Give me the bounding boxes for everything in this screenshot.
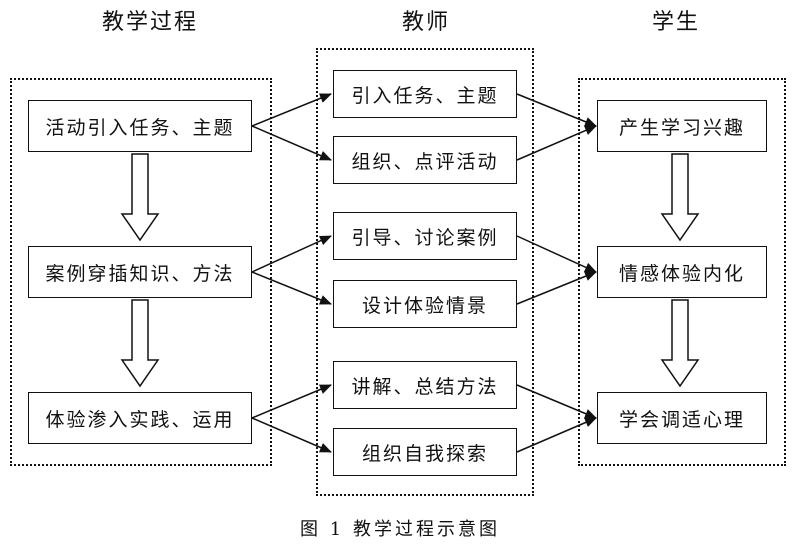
link-teacher4-outcome2 <box>516 271 597 305</box>
link-step1-teacher2 <box>251 125 332 161</box>
link-teacher3-outcome2 <box>516 235 597 273</box>
link-step3-teacher6 <box>251 417 332 453</box>
link-step2-teacher4 <box>251 271 332 305</box>
teacher-column-header: 教师 <box>402 10 451 35</box>
hollow-arrow-process-1 <box>120 153 160 242</box>
student-outcome-2: 情感体验内化 <box>597 246 767 298</box>
link-teacher6-outcome3 <box>516 417 597 453</box>
process-group <box>10 78 272 466</box>
process-column-header: 教学过程 <box>102 10 199 35</box>
teacher-action-4: 设计体验情景 <box>333 280 517 328</box>
student-outcome-3: 学会调适心理 <box>597 392 767 444</box>
hollow-arrow-student-1 <box>660 153 700 242</box>
student-outcome-1: 产生学习兴趣 <box>597 100 767 152</box>
link-step1-teacher1 <box>251 93 332 127</box>
link-teacher1-outcome1 <box>516 93 597 127</box>
teacher-action-6: 组织自我探索 <box>333 428 517 476</box>
teacher-action-2: 组织、点评活动 <box>333 136 517 184</box>
process-step-1: 活动引入任务、主题 <box>28 100 252 152</box>
link-teacher5-outcome3 <box>516 384 597 419</box>
process-step-3: 体验渗入实践、运用 <box>28 392 252 444</box>
process-step-2: 案例穿插知识、方法 <box>28 246 252 298</box>
hollow-arrow-student-2 <box>660 299 700 388</box>
teacher-action-3: 引导、讨论案例 <box>333 212 517 260</box>
teacher-action-1: 引入任务、主题 <box>333 70 517 118</box>
teacher-group <box>316 48 534 496</box>
link-step3-teacher5 <box>251 384 332 419</box>
figure-caption: 图 1 教学过程示意图 <box>300 519 500 540</box>
student-column-header: 学生 <box>652 10 701 35</box>
hollow-arrow-process-2 <box>120 299 160 388</box>
link-step2-teacher3 <box>251 235 332 273</box>
student-group <box>578 78 786 466</box>
teacher-action-5: 讲解、总结方法 <box>333 361 517 409</box>
link-teacher2-outcome1 <box>516 125 597 161</box>
